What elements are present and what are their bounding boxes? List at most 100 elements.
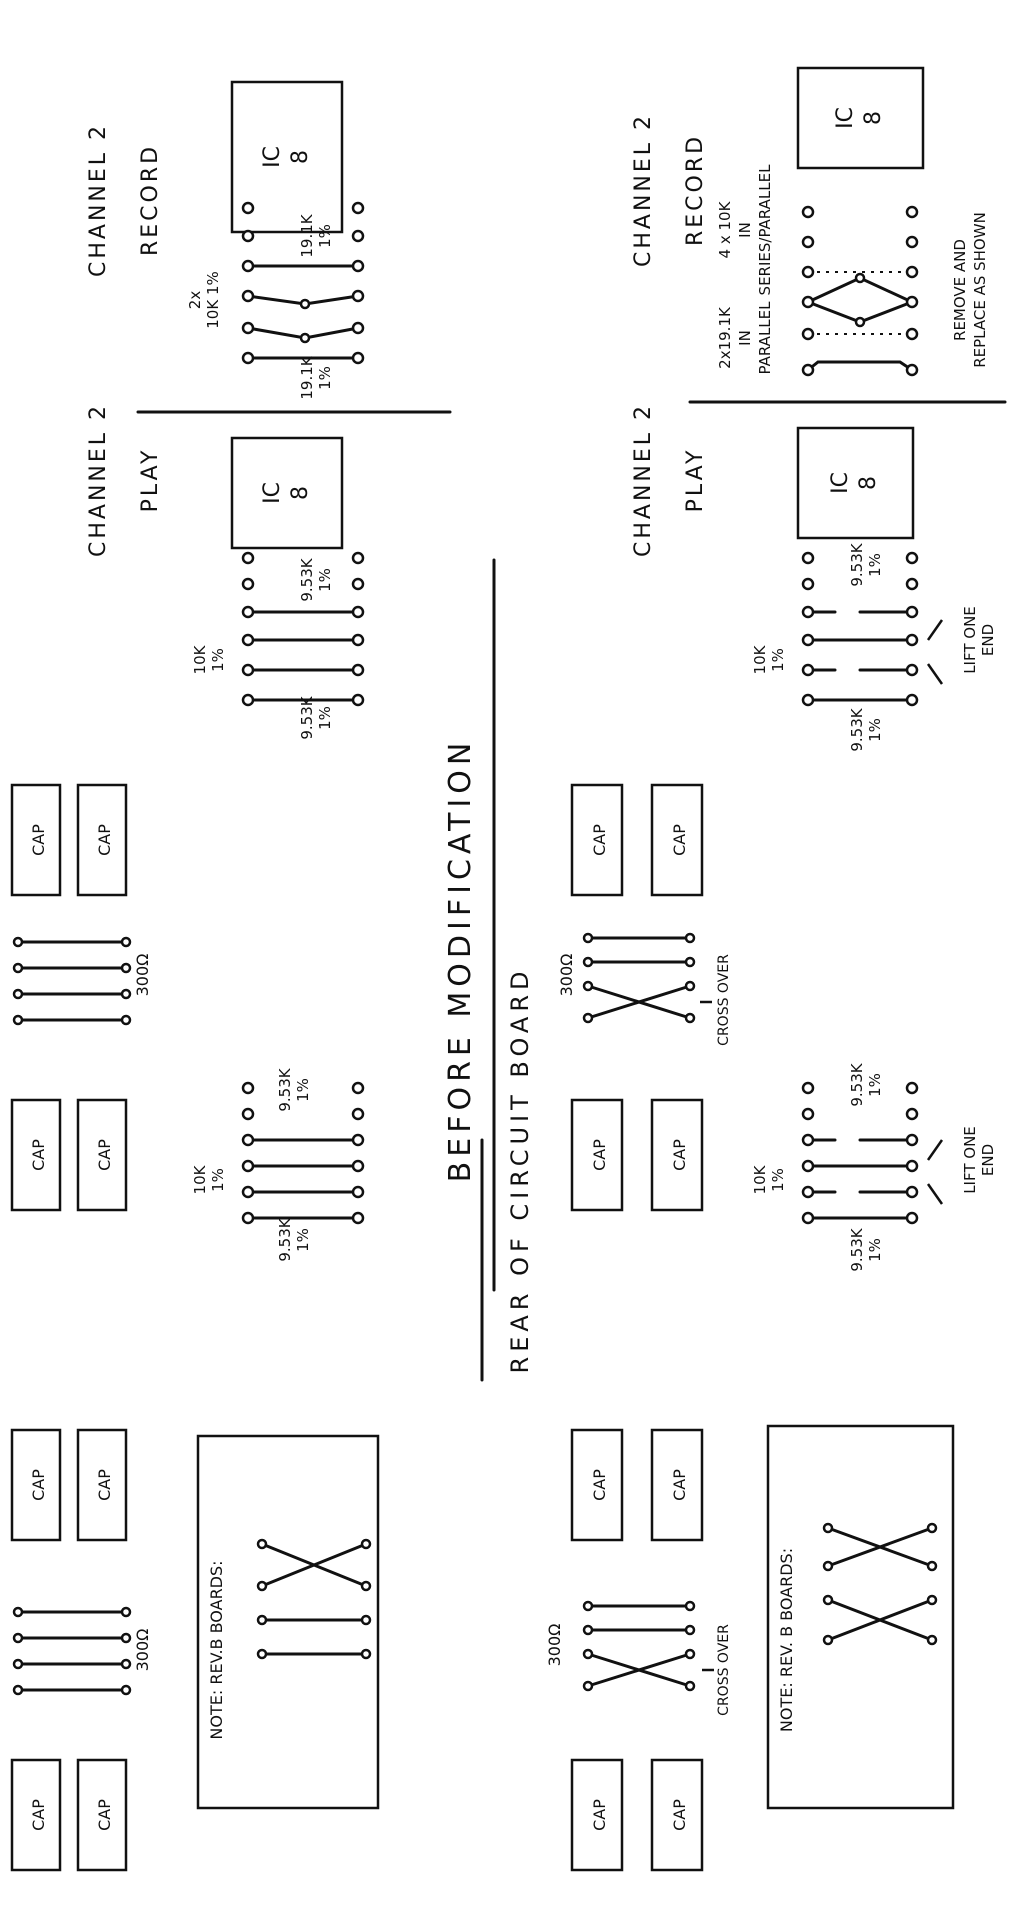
after-series-label-2: IN [736, 222, 754, 238]
ic-label: IC [260, 482, 285, 504]
before-play-10k-label: 10K [191, 644, 209, 674]
before-play-ic: IC 8 [230, 436, 344, 550]
ic-box [230, 80, 344, 234]
cap-box [570, 783, 624, 897]
before-play-953-label-a: 9.53K [298, 557, 316, 601]
after-record-network: 4 x 10K IN SERIES/PARALLEL 2x19.1K IN PA… [716, 164, 989, 377]
ic-box [796, 426, 915, 540]
cap-label: CAP [95, 1799, 114, 1831]
before-middle-network: 10K 1% 9.53K 1% 9.53K 1% [191, 1067, 365, 1262]
before-mid-953-tol-b: 1% [294, 1228, 312, 1252]
before-record-19k-label-b: 19.1K [298, 355, 316, 399]
cap-box [76, 1428, 128, 1542]
after-record-ic: IC 8 [796, 66, 925, 170]
cap-label: CAP [95, 1139, 114, 1171]
after-series-label-1: 4 x 10K [716, 200, 734, 258]
cap-label: CAP [29, 1469, 48, 1501]
cap-box [10, 1758, 62, 1872]
ic-box [796, 66, 925, 170]
after-record-header: CHANNEL 2 RECORD [631, 113, 708, 267]
title-before-modification: BEFORE MODIFICATION [443, 738, 478, 1183]
cap-label: CAP [95, 1469, 114, 1501]
before-play-header: CHANNEL 2 PLAY [86, 403, 163, 557]
before-rev-b-note: NOTE: REV.B BOARDS: [196, 1434, 380, 1810]
after-mid-953-label-a: 9.53K [848, 1062, 866, 1106]
after-mid-lift-label-2: END [979, 1144, 997, 1176]
before-mid-10k-label: 10K [191, 1164, 209, 1194]
after-play-10k-tol: 1% [769, 648, 787, 672]
cap-box [76, 1758, 128, 1872]
after-mid-953-label-b: 9.53K [848, 1227, 866, 1271]
before-record-network: 2x 10K 1% 19.1K 1% 19.1K 1% [186, 201, 365, 400]
after-remove-label-2: REPLACE AS SHOWN [971, 212, 989, 368]
after-remove-label-1: REMOVE AND [951, 239, 969, 341]
cap-box [76, 783, 128, 897]
before-mid-10k-tol: 1% [209, 1168, 227, 1192]
before-record-10k-label: 10K 1% [204, 271, 222, 329]
before-record-ic: IC 8 [230, 80, 344, 234]
before-record-19k-label-a: 19.1K [298, 213, 316, 257]
rear-of-board-title: REAR OF CIRCUIT BOARD [506, 967, 534, 1374]
after-play-subtitle: PLAY [683, 448, 708, 513]
after-parallel-label-2: IN [736, 330, 754, 346]
before-mid-953-label-b: 9.53K [276, 1217, 294, 1261]
cap-label: CAP [670, 1469, 689, 1501]
before-record-subtitle: RECORD [138, 144, 163, 256]
cap-label: CAP [29, 1139, 48, 1171]
after-record-subtitle: RECORD [683, 134, 708, 246]
before-record-19k-tol-b: 1% [316, 366, 334, 390]
before-cap-group-1: CAP CAP 300Ω CAP CAP [10, 783, 152, 1212]
cap-label: CAP [29, 824, 48, 856]
cap-label: CAP [590, 1469, 609, 1501]
after-play-network: 10K 1% 9.53K 1% 9.53K 1% LIFT ONE END [751, 542, 997, 751]
cap-box [10, 783, 62, 897]
cap-label: CAP [95, 824, 114, 856]
cap-label: CAP [670, 1799, 689, 1831]
resistor-300-label: 300Ω [133, 1629, 152, 1672]
ic-label: IC [260, 146, 285, 168]
before-play-953-tol-a: 1% [316, 568, 334, 592]
ic-number: 8 [288, 486, 313, 500]
cap-label: CAP [590, 824, 609, 856]
resistor-300-label: 300Ω [545, 1624, 564, 1667]
after-play-title: CHANNEL 2 [631, 403, 656, 557]
cross-over-label: CROSS OVER [716, 1624, 732, 1716]
before-play-pads [241, 551, 365, 707]
after-mid-953-tol-a: 1% [866, 1073, 884, 1097]
after-play-953-tol-b: 1% [866, 718, 884, 742]
after-cap-group-1: CAP CAP 300Ω CROSS OVER CAP CAP [557, 783, 732, 1212]
cap-box [650, 1758, 704, 1872]
before-record-header: CHANNEL 2 RECORD [86, 123, 163, 277]
note-text: NOTE: REV. B BOARDS: [777, 1548, 796, 1732]
ic-box [230, 436, 344, 550]
before-play-953-label-b: 9.53K [298, 695, 316, 739]
note-box [766, 1424, 955, 1810]
before-cap-group-2: CAP CAP 300Ω CAP CAP [10, 1428, 152, 1872]
after-play-953-label-a: 9.53K [848, 542, 866, 586]
resistor-300-label: 300Ω [133, 954, 152, 997]
after-play-lift-label-2: END [979, 624, 997, 656]
cap-label: CAP [590, 1139, 609, 1171]
before-play-953-tol-b: 1% [316, 706, 334, 730]
cap-label: CAP [29, 1799, 48, 1831]
ic-label: IC [828, 472, 853, 494]
cap-box [650, 783, 704, 897]
before-play-title: CHANNEL 2 [86, 403, 111, 557]
cap-box [650, 1098, 704, 1212]
cap-box [650, 1428, 704, 1542]
before-mid-953-label-a: 9.53K [276, 1067, 294, 1111]
after-rev-b-note: NOTE: REV. B BOARDS: [766, 1424, 955, 1810]
after-play-953-label-b: 9.53K [848, 707, 866, 751]
after-play-lift-label-1: LIFT ONE [961, 606, 979, 674]
before-modification-title: BEFORE MODIFICATION [443, 738, 484, 1382]
cap-box [76, 1098, 128, 1212]
ic-number: 8 [856, 476, 881, 490]
before-play-subtitle: PLAY [138, 448, 163, 513]
after-mid-953-tol-b: 1% [866, 1238, 884, 1262]
cross-over-label: CROSS OVER [716, 954, 732, 1046]
after-mid-10k-tol: 1% [769, 1168, 787, 1192]
before-mid-953-tol-a: 1% [294, 1078, 312, 1102]
cap-box [570, 1758, 624, 1872]
ic-number: 8 [288, 150, 313, 164]
after-series-label-3: SERIES/PARALLEL [756, 164, 774, 296]
